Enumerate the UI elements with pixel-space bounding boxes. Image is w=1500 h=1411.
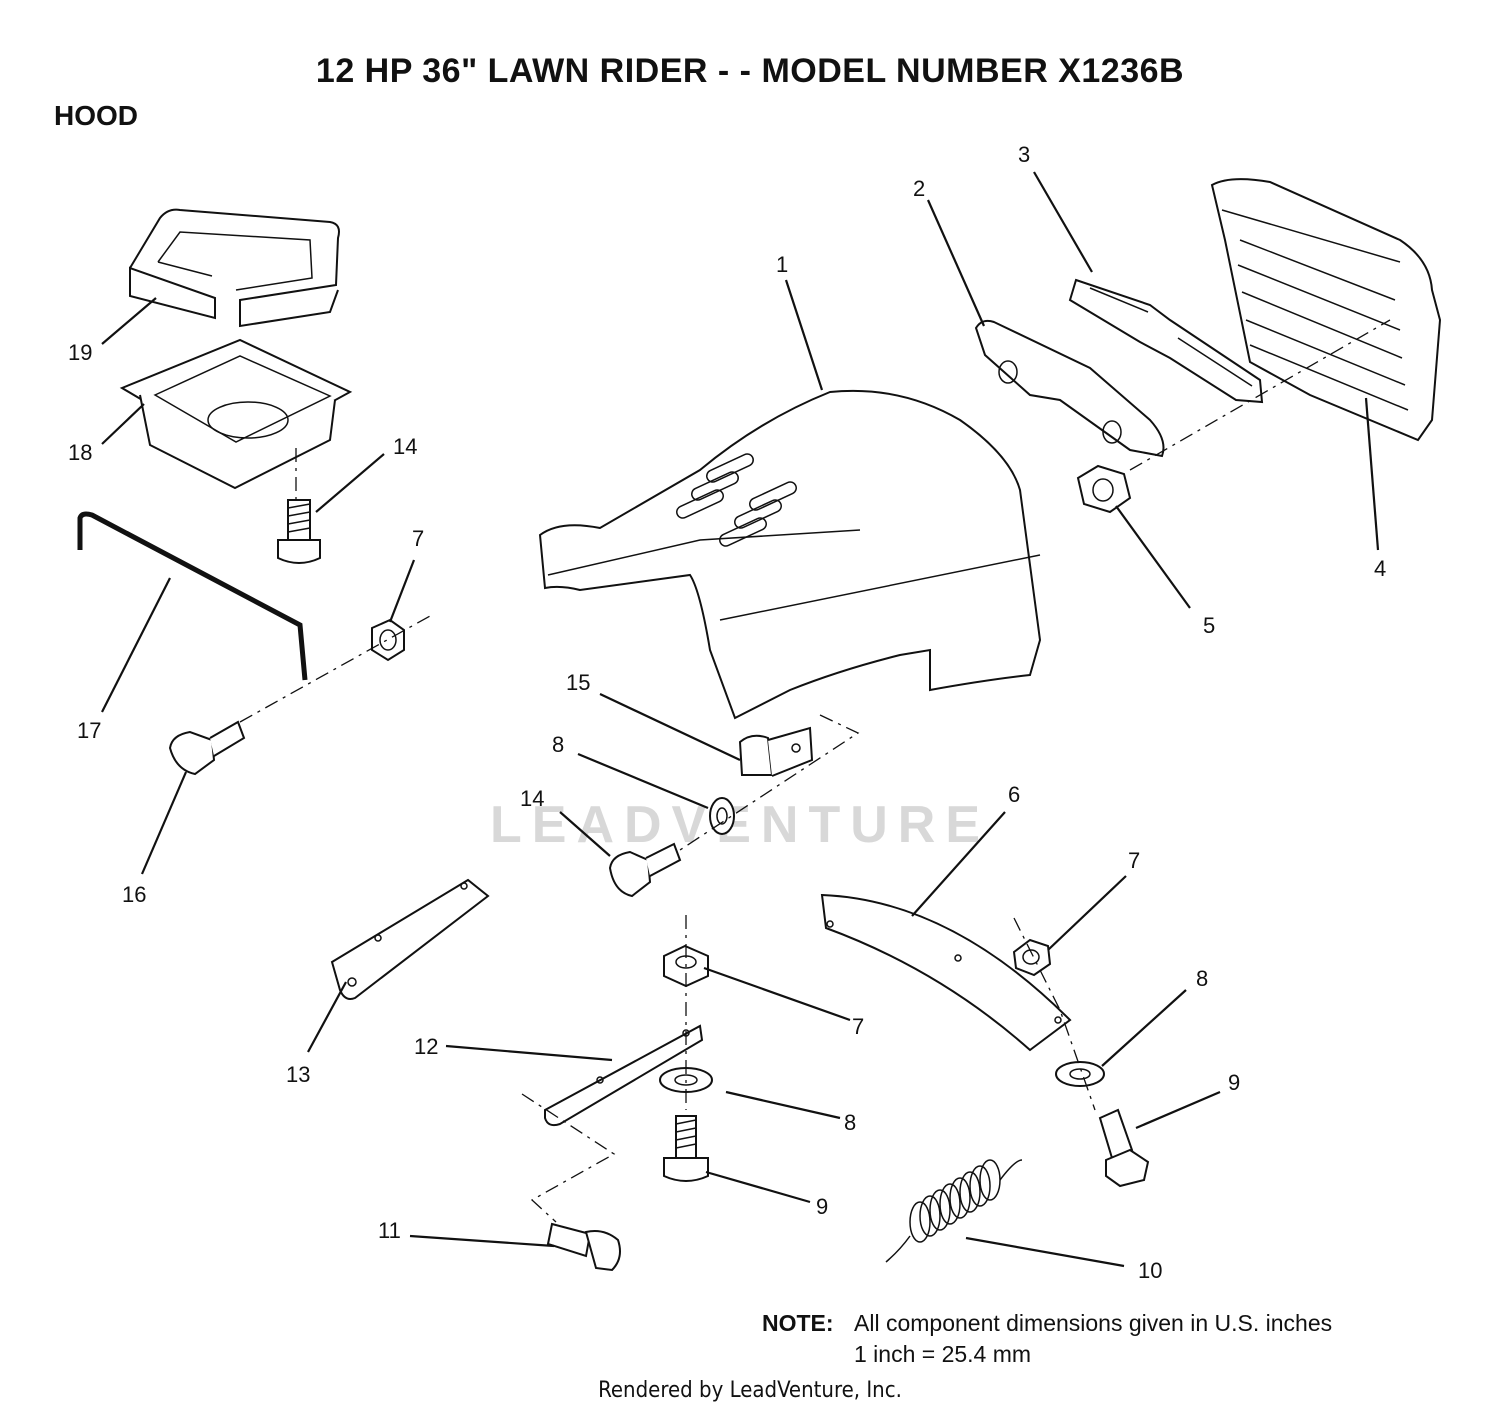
callout-13: 13: [286, 1062, 310, 1087]
note: NOTE: All component dimensions given in U…: [762, 1308, 1332, 1370]
note-label: NOTE:: [762, 1310, 834, 1336]
callout-18: 18: [68, 440, 92, 465]
assembly-lines: [239, 319, 1391, 1223]
part-11-bolt[interactable]: [546, 1222, 621, 1272]
callout-3: 3: [1018, 142, 1030, 167]
part-16-bolt[interactable]: [168, 720, 246, 776]
part-8-washer-right[interactable]: [1055, 1061, 1105, 1087]
callout-16: 16: [122, 882, 146, 907]
callout-12: 12: [414, 1034, 438, 1059]
credit-text: Rendered by LeadVenture, Inc.: [598, 1378, 902, 1403]
note-line-2: 1 inch = 25.4 mm: [854, 1341, 1032, 1367]
callout-17: 17: [77, 718, 101, 743]
part-12-bracket[interactable]: [544, 1024, 704, 1127]
watermark: LEADVENTURE: [490, 796, 991, 854]
part-6-bar[interactable]: [820, 893, 1072, 1052]
callout-9a: 9: [1228, 1070, 1240, 1095]
part-19-seat-frame[interactable]: [129, 208, 340, 328]
part-4-grille[interactable]: [1210, 178, 1442, 442]
part-18-tray[interactable]: [119, 338, 353, 490]
part-13-strap[interactable]: [330, 878, 490, 1000]
callout-15: 15: [566, 670, 590, 695]
callout-6: 6: [1008, 782, 1020, 807]
callout-4: 4: [1374, 556, 1386, 581]
callout-2: 2: [913, 176, 925, 201]
part-8-washer-center[interactable]: [709, 797, 735, 835]
callout-8a: 8: [552, 732, 564, 757]
leader-lines: [101, 171, 1380, 1268]
callout-11: 11: [378, 1218, 401, 1243]
part-10-spring[interactable]: [885, 1159, 1023, 1263]
part-7-nut-right[interactable]: [1012, 938, 1052, 977]
callout-9b: 9: [816, 1194, 828, 1219]
callout-1: 1: [776, 252, 788, 277]
callout-19: 19: [68, 340, 92, 365]
part-9-bolt-right[interactable]: [1098, 1108, 1150, 1188]
part-9-bolt-center[interactable]: [663, 1115, 709, 1182]
section-title: HOOD: [54, 100, 138, 131]
part-7-nut-upper[interactable]: [371, 618, 405, 662]
note-line-1: All component dimensions given in U.S. i…: [854, 1310, 1333, 1336]
callout-14b: 14: [520, 786, 544, 811]
callout-7b: 7: [1128, 848, 1140, 873]
part-14-bolt-upper[interactable]: [277, 499, 321, 564]
callout-8b: 8: [1196, 966, 1208, 991]
part-14-bolt-center[interactable]: [608, 842, 682, 898]
part-15-clip[interactable]: [738, 726, 814, 777]
page-title: 12 HP 36" LAWN RIDER - - MODEL NUMBER X1…: [315, 52, 1185, 90]
callout-7c: 7: [852, 1014, 864, 1039]
part-5-nut[interactable]: [1076, 464, 1132, 514]
callout-5: 5: [1203, 613, 1215, 638]
callout-numbers: 1 2 3 4 5 6 7 7 7 8 8 8 9 9 10 11 12 13 …: [68, 142, 1386, 1283]
part-17-rod[interactable]: [77, 511, 308, 681]
callout-14a: 14: [393, 434, 417, 459]
callout-8c: 8: [844, 1110, 856, 1135]
callout-7a: 7: [412, 526, 424, 551]
part-2-bracket[interactable]: [974, 319, 1165, 458]
callout-10: 10: [1138, 1258, 1162, 1283]
part-1-hood[interactable]: [538, 389, 1042, 720]
